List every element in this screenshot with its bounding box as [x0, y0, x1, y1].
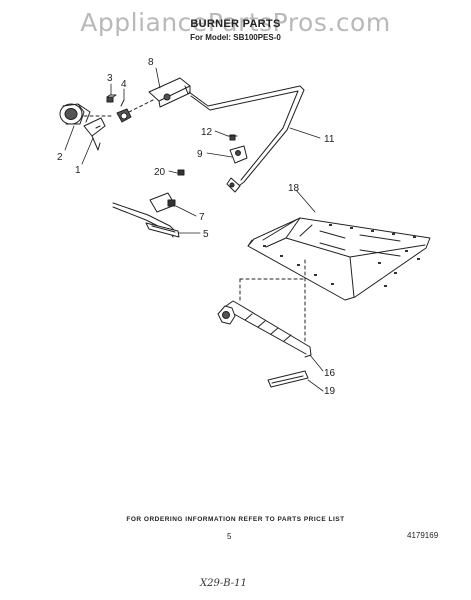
- part-16-burner-tube: [217, 300, 312, 358]
- callout-leaders: [64, 67, 324, 392]
- callout-label-3: 3: [107, 73, 113, 84]
- part-12-screw: [227, 134, 238, 141]
- part-20-clip: [177, 169, 185, 176]
- part-8-burner-head: [148, 77, 191, 108]
- model-subtitle: For Model: SB100PES-0: [190, 33, 281, 42]
- callout-label-19: 19: [324, 386, 336, 397]
- part-18-burner-pan: [247, 217, 431, 301]
- callout-label-2: 2: [57, 152, 63, 163]
- part-9-clip: [226, 145, 248, 193]
- watermark-text: AppliancePartsPros.com: [80, 8, 391, 37]
- callout-label-4: 4: [121, 79, 127, 90]
- part-2-valve: [59, 103, 91, 125]
- assembly-leader-top: [83, 99, 154, 117]
- part-11-gas-tube: [188, 85, 305, 189]
- assembly-leader-bottom: [239, 259, 306, 344]
- callout-label-20: 20: [154, 167, 166, 178]
- page-title: BURNER PARTS: [190, 18, 281, 30]
- callout-labels: 8 3 4 2 1 12 11 9 20 18 7 5 16 19: [57, 57, 336, 397]
- handwritten-note: X29-B-11: [200, 578, 247, 589]
- callout-label-8: 8: [148, 57, 154, 68]
- callout-label-11: 11: [324, 134, 335, 145]
- callout-label-5: 5: [203, 229, 209, 240]
- callout-label-16: 16: [324, 368, 336, 379]
- part-1-bracket: [83, 117, 106, 151]
- page-number: 5: [227, 532, 232, 541]
- part-3-nut: [106, 94, 117, 103]
- callout-label-7: 7: [199, 212, 205, 223]
- part-4-orifice: [116, 99, 132, 123]
- callout-label-12: 12: [201, 127, 213, 138]
- ordering-info-text: FOR ORDERING INFORMATION REFER TO PARTS …: [126, 516, 345, 523]
- callout-label-1: 1: [75, 165, 81, 176]
- callout-label-18: 18: [288, 183, 300, 194]
- part-7-5-igniter: [112, 192, 180, 238]
- callout-label-9: 9: [197, 149, 203, 160]
- part-19-bracket: [267, 370, 309, 388]
- part-code: 4179169: [407, 531, 439, 540]
